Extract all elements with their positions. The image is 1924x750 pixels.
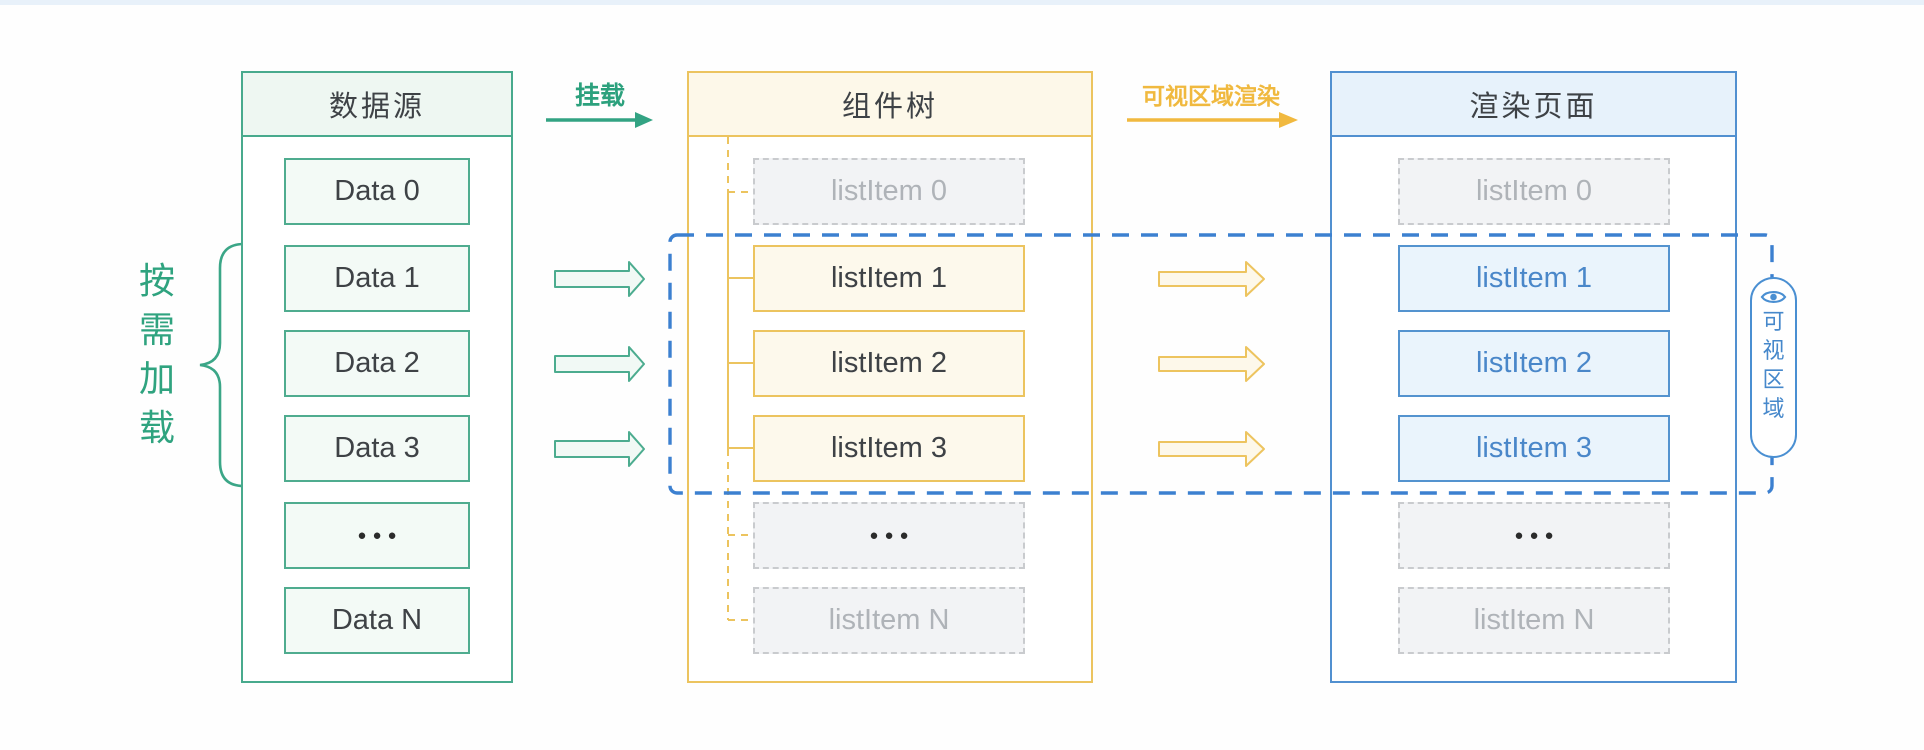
flow-arrow-icon <box>554 346 645 382</box>
component-tree-title: 组件树 <box>689 73 1091 137</box>
brace-icon <box>199 242 246 488</box>
viewport-dashed-rect <box>668 233 1774 495</box>
tree-connector-lines <box>727 137 753 621</box>
eye-icon <box>1760 291 1787 303</box>
tree-item-ellipsis: ●●● <box>753 502 1025 569</box>
load-on-demand-char: 按 <box>138 260 175 301</box>
data-item-n: Data N <box>284 587 470 654</box>
render-page-panel: 渲染页面 listItem 0 listItem 1 listItem 2 li… <box>1330 71 1737 683</box>
tree-item-1: listItem 1 <box>753 245 1025 312</box>
render-page-title: 渲染页面 <box>1332 73 1735 137</box>
page-top-strip <box>0 0 1924 5</box>
data-item-1: Data 1 <box>284 245 470 312</box>
data-source-title: 数据源 <box>243 73 511 137</box>
flow-arrow-icon <box>1158 431 1265 467</box>
load-on-demand-char: 需 <box>138 309 175 350</box>
load-on-demand-label: 按 需 加 载 <box>131 256 183 452</box>
viewport-badge-char: 域 <box>1762 396 1785 421</box>
viewport-badge-char: 可 <box>1762 309 1785 334</box>
viewport-badge: 可 视 区 域 <box>1750 277 1797 458</box>
load-on-demand-char: 加 <box>138 358 175 399</box>
render-item-n: listItem N <box>1398 587 1670 654</box>
flow-arrow-icon <box>1158 346 1265 382</box>
data-item-2: Data 2 <box>284 330 470 397</box>
load-on-demand-char: 载 <box>138 407 175 448</box>
mount-label: 挂载 <box>574 82 625 110</box>
data-item-ellipsis: ●●● <box>284 502 470 569</box>
viewport-badge-char: 区 <box>1762 367 1785 392</box>
tree-item-3: listItem 3 <box>753 415 1025 482</box>
flow-arrow-icon <box>1158 261 1265 297</box>
mount-arrow-icon <box>546 112 653 128</box>
tree-item-0: listItem 0 <box>753 158 1025 225</box>
viewport-badge-char: 视 <box>1762 338 1785 363</box>
flow-arrow-icon <box>554 261 645 297</box>
render-item-3: listItem 3 <box>1398 415 1670 482</box>
viewport-render-arrow-icon <box>1127 112 1298 128</box>
render-item-0: listItem 0 <box>1398 158 1670 225</box>
tree-item-n: listItem N <box>753 587 1025 654</box>
render-item-1: listItem 1 <box>1398 245 1670 312</box>
data-source-panel: 数据源 Data 0 Data 1 Data 2 Data 3 ●●● Data… <box>241 71 513 683</box>
flow-arrow-icon <box>554 431 645 467</box>
tree-item-2: listItem 2 <box>753 330 1025 397</box>
render-item-2: listItem 2 <box>1398 330 1670 397</box>
viewport-render-label: 可视区域渲染 <box>1142 83 1280 109</box>
data-item-3: Data 3 <box>284 415 470 482</box>
data-item-0: Data 0 <box>284 158 470 225</box>
render-item-ellipsis: ●●● <box>1398 502 1670 569</box>
component-tree-panel: 组件树 listItem 0 listItem 1 listItem 2 lis… <box>687 71 1093 683</box>
